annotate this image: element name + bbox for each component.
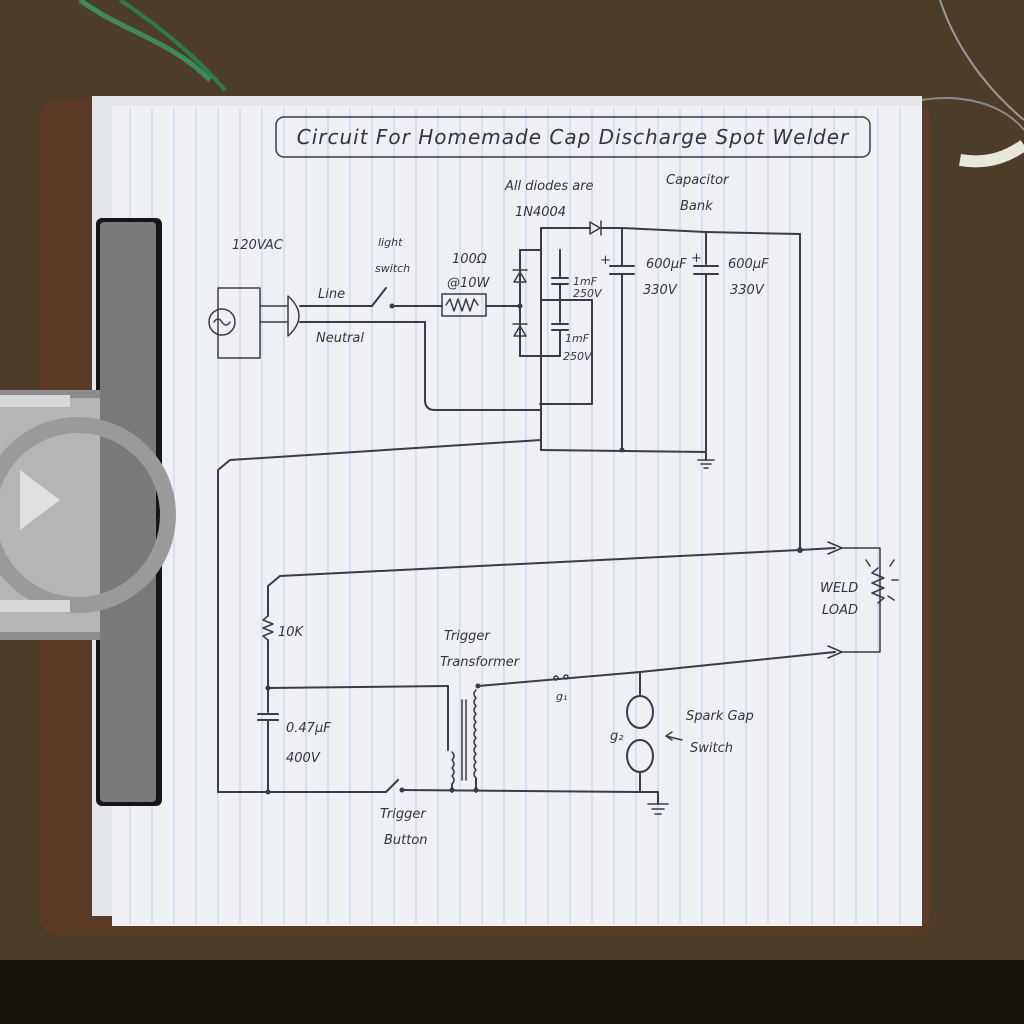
gap-g1-label: g₁ — [556, 690, 567, 703]
transformer-label-top: Trigger — [444, 629, 491, 644]
gap-g1-left — [553, 675, 559, 681]
gray-wire — [939, 0, 1024, 121]
paper-sheet — [112, 106, 922, 926]
cap2-label-top: 1mF — [565, 332, 590, 345]
resistor-label-bottom: @10W — [447, 276, 491, 291]
ac-source-box — [217, 287, 261, 359]
plug-icon — [287, 295, 300, 337]
source-label: 120VAC — [232, 238, 284, 253]
cap-trigger-label-bottom: 400V — [286, 751, 321, 766]
spark-label-top: Spark Gap — [686, 709, 754, 724]
clipboard-clip — [0, 218, 176, 806]
res10k-label: 10K — [278, 625, 305, 640]
bankcap2-label-top: 600μF — [728, 257, 769, 272]
bankcap1-label-bottom: 330V — [643, 283, 678, 298]
cap1-label-bottom: 250V — [573, 287, 603, 300]
ground-symbol-top — [697, 451, 715, 469]
bank-label-bottom: Bank — [680, 199, 713, 214]
weld-load-resistor — [871, 567, 885, 604]
ground-symbol-bottom — [647, 791, 669, 815]
button-label-top: Trigger — [380, 807, 427, 822]
diode-series — [589, 221, 601, 235]
neutral-label: Neutral — [316, 331, 364, 346]
spark-gap-arrow — [665, 731, 683, 741]
gap-g1-right — [563, 674, 569, 680]
diodes-label-top: All diodes are — [504, 179, 594, 194]
spark-gap-upper — [626, 695, 654, 729]
bank-label-top: Capacitor — [666, 173, 730, 188]
light-switch — [371, 287, 387, 307]
green-wire-2 — [118, 0, 227, 92]
cap1-label-top: 1mF — [573, 275, 598, 288]
line-label: Line — [318, 287, 345, 302]
bank-plus-1: + — [600, 253, 611, 268]
switch-label-top: light — [378, 236, 403, 249]
diode-upper — [513, 271, 527, 283]
title-box — [275, 116, 871, 158]
spark-label-bottom: Switch — [690, 741, 733, 756]
bankcap1-label-top: 600μF — [646, 257, 687, 272]
transformer-label-bottom: Transformer — [440, 655, 521, 670]
ac-source-icon — [208, 308, 236, 336]
cap2-label-bottom: 250V — [563, 350, 593, 363]
switch-label-bottom: switch — [375, 262, 410, 275]
green-wire — [78, 0, 212, 82]
button-label-bottom: Button — [384, 833, 428, 848]
spark-rays — [865, 559, 899, 601]
resistor-10k — [262, 615, 274, 641]
trigger-button — [385, 779, 399, 793]
weld-label-top: WELD — [820, 581, 858, 596]
desk-shadow — [0, 960, 1024, 1024]
diode-lower — [513, 325, 527, 337]
white-tube — [959, 140, 1024, 168]
cap-trigger-label-top: 0.47μF — [286, 721, 331, 736]
transformer-primary — [451, 751, 455, 785]
gap-g2-label: g₂ — [610, 729, 623, 744]
diodes-label-bottom: 1N4004 — [515, 205, 566, 220]
bankcap2-label-bottom: 330V — [730, 283, 765, 298]
bank-plus-2: + — [691, 251, 702, 266]
resistor-label-top: 100Ω — [452, 252, 487, 267]
weld-arrow-bottom — [827, 645, 843, 659]
transformer-secondary — [473, 689, 477, 779]
weld-label-bottom: LOAD — [822, 603, 858, 618]
diagram-title: Circuit For Homemade Cap Discharge Spot … — [297, 125, 850, 149]
